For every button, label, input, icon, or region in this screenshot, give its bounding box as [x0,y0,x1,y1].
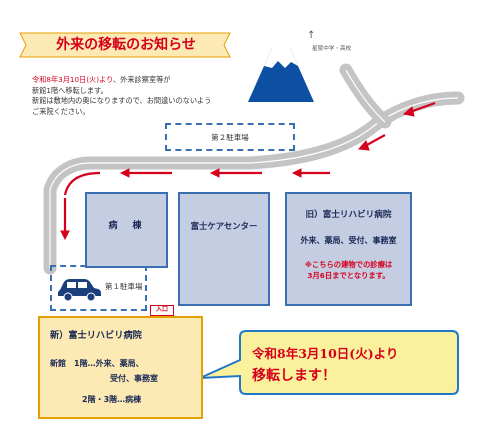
parking-lot-2: 第２駐車場 [165,123,295,151]
care-center-label: 富士ケアセンター [190,221,258,231]
old-hospital-note-line2: 3月6日までとなります。 [307,271,390,280]
old-hospital-departments: 外来、薬局、受付、事務室 [300,236,397,245]
parking-lot-1-label: 第１駐車場 [105,282,143,291]
callout-bubble-shape [199,330,459,395]
new-hospital-floor1-cont: 受付、事務室 [110,374,158,383]
north-direction-label: 星陵中学・高校 [312,46,352,52]
notice-line2: 新館1階へ移転します。 [32,85,108,95]
parking-lot-2-label: 第２駐車場 [211,132,249,142]
new-hospital-building [38,316,203,419]
callout-message: 移転します！ [252,368,336,384]
new-hospital-name: 新）富士リハビリ病院 [50,330,142,341]
title-banner-shape [19,32,231,58]
page-title: 外来の移転のお知らせ [56,37,196,53]
care-center-building [178,192,270,306]
notice-line3: 新館は敷地内の奥になりますので、お間違いのないよう [32,96,212,105]
entrance-badge: 入口 [150,305,174,316]
ward-building [85,192,168,268]
notice-line4: ご来院ください。 [32,106,90,116]
callout-date: 令和8年3月10日(火)より [252,346,399,361]
new-hospital-floor1: 新館 1階…外来、薬局、 [50,359,144,368]
road-network [43,63,465,275]
route-arrows [60,101,436,241]
new-hospital-floor2-3: 2階・3階…病棟 [82,395,142,404]
notice-date: 令和8年3月10日(火)より [32,75,113,84]
north-arrow-icon: ↑ [307,30,316,41]
old-hospital-building [285,192,412,306]
ward-building-label: 病 棟 [108,221,145,231]
notice-text: 令和8年3月10日(火)より、外来診察室等が 新館1階へ移転します。 新館は敷地… [32,75,272,117]
old-hospital-name: 旧）富士リハビリ病院 [305,210,392,220]
old-hospital-note: ※こちらの建物での診療は 3月6日までとなります。 [285,259,412,281]
car-icon [58,279,101,302]
old-hospital-note-line1: ※こちらの建物での診療は [304,260,393,269]
notice-line1-rest: 、外来診察室等が [112,75,171,84]
mount-fuji-icon [248,48,314,102]
